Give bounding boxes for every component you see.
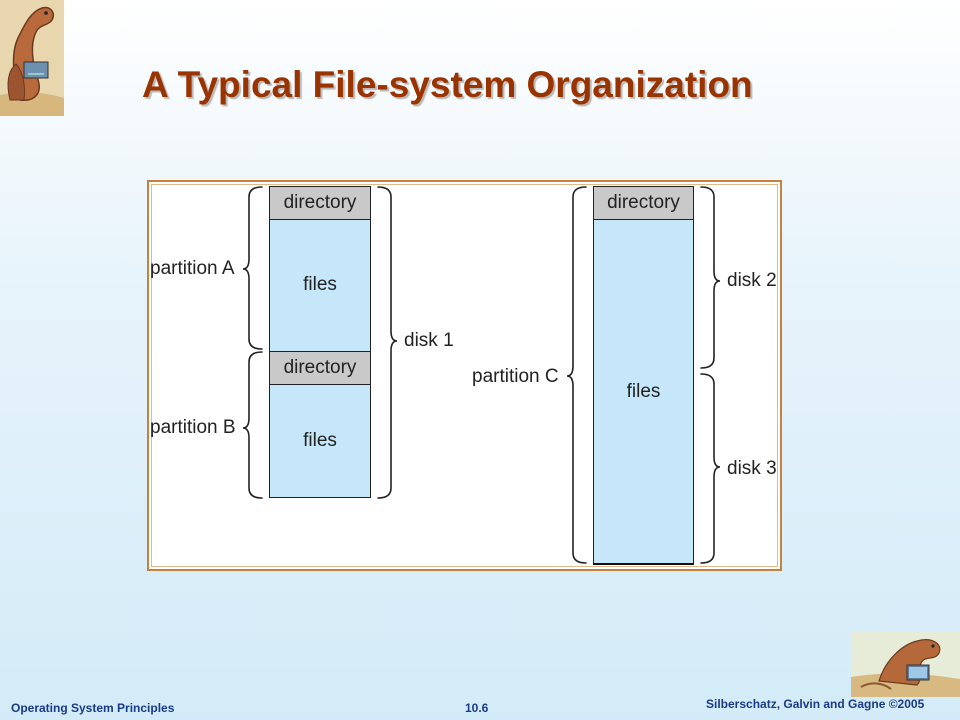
files-label: files [303, 430, 337, 451]
files-block-partition-b: files [269, 384, 371, 498]
partition-b-label: partition B [150, 417, 236, 438]
disk-3-label: disk 3 [727, 458, 777, 479]
brace-disk-3 [700, 373, 721, 564]
directory-block-partition-c: directory [593, 186, 694, 220]
files-label: files [626, 381, 661, 402]
footer-course-title: Operating System Principles [11, 701, 175, 715]
files-block-partition-a: files [269, 219, 371, 352]
footer-authors: Silberschatz, Galvin and Gagne ©2005 [706, 697, 925, 711]
disk-1-label: disk 1 [404, 330, 454, 351]
files-block-partition-c: files [593, 219, 694, 565]
disk-2-label: disk 2 [727, 270, 777, 291]
dinosaur-logo-icon [0, 0, 64, 116]
brace-partition-b [242, 351, 263, 499]
brace-disk-2 [700, 186, 721, 369]
directory-label: directory [283, 192, 357, 213]
directory-label: directory [283, 357, 357, 378]
partition-c-label: partition C [472, 366, 559, 387]
brace-disk-1 [377, 186, 398, 499]
partition-a-label: partition A [150, 258, 235, 279]
footer-slide-number: 10.6 [465, 701, 489, 715]
dinosaur-laptop-icon [851, 631, 960, 697]
directory-label: directory [607, 192, 680, 213]
directory-block-partition-a: directory [269, 186, 371, 220]
slide-title: A Typical File-system Organization [142, 64, 753, 105]
brace-partition-c [566, 186, 587, 564]
directory-block-partition-b: directory [269, 351, 371, 385]
files-label: files [303, 274, 337, 295]
brace-partition-a [242, 186, 263, 350]
